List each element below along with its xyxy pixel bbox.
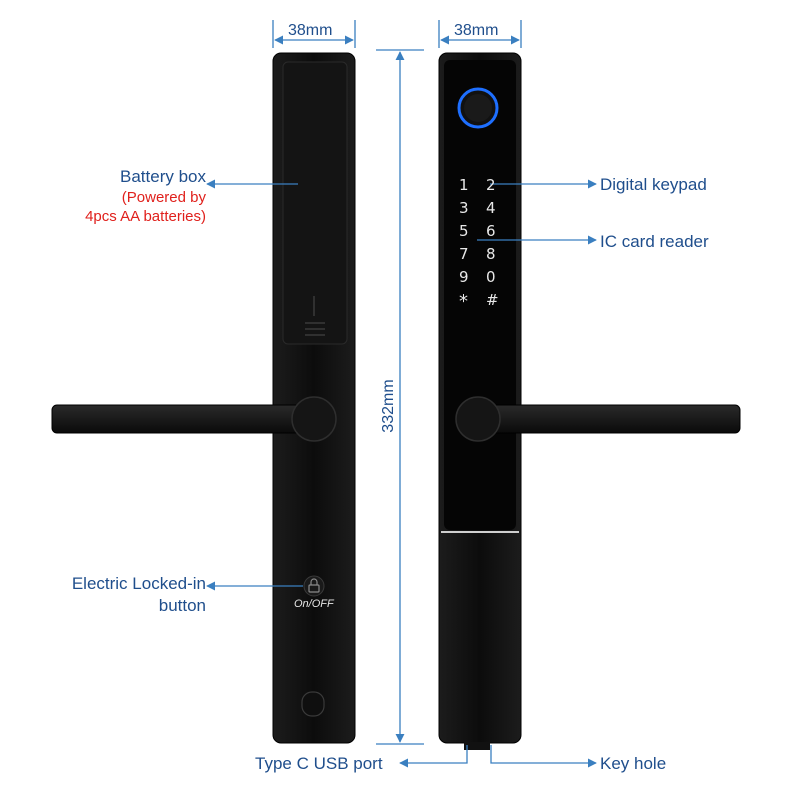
dimension-lines	[272, 20, 522, 745]
key-2[interactable]: 2	[486, 176, 496, 194]
callout-leaders	[206, 179, 597, 768]
keypad-label: Digital keypad	[600, 175, 707, 194]
lock-button-label-line1: Electric Locked-in	[71, 574, 206, 593]
key-4[interactable]: 4	[486, 199, 496, 217]
locked-in-button[interactable]	[303, 575, 325, 597]
key-9[interactable]: 9	[459, 268, 469, 286]
ic-card-label: IC card reader	[600, 232, 709, 251]
key-0[interactable]: 0	[486, 268, 496, 286]
key-hole	[464, 742, 490, 750]
right-width-label: 38mm	[454, 22, 499, 39]
key-5[interactable]: 5	[459, 222, 469, 240]
lock-button-label-line2: button	[158, 596, 206, 615]
key-hole-label: Key hole	[600, 754, 667, 773]
key-8[interactable]: 8	[486, 245, 496, 263]
key-star[interactable]: *	[459, 291, 468, 312]
battery-box-label: Battery box	[120, 167, 206, 186]
back-handle[interactable]	[51, 396, 337, 442]
usb-port-label: Type C USB port	[255, 754, 383, 773]
battery-note-line2: 4pcs AA batteries)	[85, 208, 206, 225]
key-3[interactable]: 3	[459, 199, 469, 217]
battery-cover[interactable]	[282, 61, 348, 345]
padlock-icon	[308, 578, 320, 593]
front-handle[interactable]	[455, 396, 741, 442]
on-off-label: On/OFF	[294, 598, 334, 610]
left-width-label: 38mm	[288, 22, 333, 39]
battery-note-line1: (Powered by	[121, 189, 206, 206]
key-hash[interactable]: #	[486, 291, 499, 309]
usb-port	[301, 691, 325, 717]
key-1[interactable]: 1	[459, 176, 469, 194]
key-7[interactable]: 7	[459, 245, 469, 263]
height-label: 332mm	[380, 379, 397, 433]
fingerprint-icon[interactable]	[457, 87, 499, 129]
key-6[interactable]: 6	[486, 222, 496, 240]
